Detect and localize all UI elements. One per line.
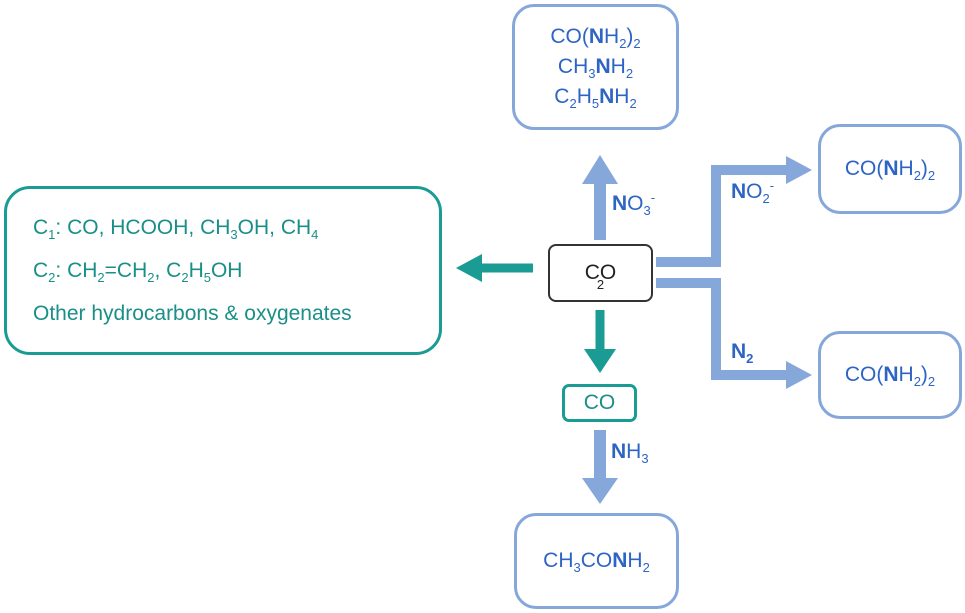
top-product-box-text-segment: H <box>604 25 620 48</box>
top-product-box-text-segment: N <box>599 85 615 108</box>
bottom-product-box-text-segment: CH <box>543 549 574 572</box>
right-top-product-box-text-segment: 2 <box>913 168 921 183</box>
bottom-product-box-text-segment: N <box>612 549 628 572</box>
c1-c2-products-box-line: C1: CO, HCOOH, CH3OH, CH4 <box>33 206 318 249</box>
top-product-box-text-segment: CO( <box>550 25 589 48</box>
label-nitrate-text-segment: 3 <box>643 203 651 218</box>
c1-c2-products-box-text-segment: H <box>188 259 204 282</box>
label-nitrogen-text-segment: 2 <box>746 351 754 366</box>
arrow-down-blue <box>582 430 618 504</box>
label-nitrite-text-segment: 2 <box>762 191 770 206</box>
bottom-product-box-line: CH3CONH2 <box>543 546 650 576</box>
right-bottom-product-box-line: CO(NH2)2 <box>845 360 935 390</box>
c1-c2-products-box-text-segment: Other hydrocarbons & oxygenates <box>33 302 352 325</box>
right-top-product-box-text-segment: N <box>883 157 899 180</box>
c1-c2-products-box-text-segment: C <box>33 216 49 239</box>
co-intermediate-box-text-segment: CO <box>583 391 616 414</box>
right-top-product-box-text-segment: H <box>898 157 914 180</box>
right-top-product-box: CO(NH2)2 <box>818 124 962 214</box>
top-product-box-text-segment: ) <box>626 25 634 48</box>
arrow-up-blue <box>582 155 618 240</box>
top-product-box-text-segment: CH <box>557 55 589 78</box>
top-product-box-text-segment: N <box>595 55 611 78</box>
c1-c2-products-box-text-segment: 5 <box>203 270 211 285</box>
right-bottom-product-box-text-segment: 2 <box>927 374 936 389</box>
top-product-box-text-segment: H <box>614 85 630 108</box>
bottom-product-box: CH3CONH2 <box>514 513 679 609</box>
bottom-product-box-text-segment: 3 <box>573 560 581 575</box>
c1-c2-products-box-text-segment: OH, CH <box>237 216 312 239</box>
right-top-product-box-line: CO(NH2)2 <box>845 154 935 184</box>
c1-c2-products-box-text-segment: C <box>33 259 49 282</box>
top-product-box-line: CO(NH2)2 <box>550 22 640 52</box>
co-intermediate-box: CO <box>562 384 637 422</box>
c1-c2-products-box-text-segment: : CO, HCOOH, CH <box>55 216 231 239</box>
right-bottom-product-box: CO(NH2)2 <box>818 331 962 419</box>
top-product-box-text-segment: H <box>610 55 626 78</box>
label-ammonia-text-segment: H <box>626 440 642 463</box>
bottom-product-box-text-segment: CO <box>580 549 613 572</box>
label-nitrogen: N2 <box>731 340 754 366</box>
top-product-box-text-segment: 5 <box>591 96 600 111</box>
label-nitrate-text-segment: N <box>612 192 628 215</box>
label-nitrate: NO3- <box>612 190 656 218</box>
label-nitrite-text-segment: - <box>769 178 775 193</box>
label-ammonia-text-segment: 3 <box>641 451 649 466</box>
right-bottom-product-box-text-segment: N <box>883 363 899 386</box>
right-bottom-product-box-text-segment: ) <box>920 363 928 386</box>
label-ammonia: NH3 <box>611 440 649 466</box>
c1-c2-products-box-text-segment: : CH <box>55 259 98 282</box>
co-intermediate-box-line: CO <box>584 391 616 415</box>
arrow-right-upper-blue <box>656 156 812 267</box>
top-product-box-text-segment: 2 <box>625 66 634 81</box>
bottom-product-box-text-segment: 2 <box>642 560 650 575</box>
arrow-down-teal <box>584 310 616 373</box>
c1-c2-products-box-text-segment: , C <box>154 259 182 282</box>
c1-c2-products-box-text-segment: 2 <box>48 270 56 285</box>
top-product-box-text-segment: C <box>554 85 570 108</box>
label-ammonia-text-segment: N <box>611 440 627 463</box>
c1-c2-products-box-text-segment: 1 <box>48 227 56 242</box>
label-nitrite-text-segment: N <box>731 180 747 203</box>
label-nitrate-text-segment: - <box>650 190 656 205</box>
c1-c2-products-box-text-segment: 2 <box>97 270 105 285</box>
c1-c2-products-box-text-segment: 3 <box>230 227 238 242</box>
c1-c2-products-box-text-segment: 4 <box>311 227 319 242</box>
right-bottom-product-box-text-segment: H <box>898 363 914 386</box>
right-top-product-box-text-segment: 2 <box>927 168 936 183</box>
c1-c2-products-box-text-segment: 2 <box>147 270 155 285</box>
right-top-product-box-text-segment: ) <box>920 157 928 180</box>
right-bottom-product-box-text-segment: 2 <box>913 374 921 389</box>
label-nitrite-text-segment: O <box>746 180 763 203</box>
top-product-box-text-segment: 2 <box>629 96 637 111</box>
label-nitrate-text-segment: O <box>627 192 644 215</box>
co2-box-text-segment: CO <box>584 261 617 284</box>
c1-c2-products-box-text-segment: OH <box>210 259 243 282</box>
top-product-box-text-segment: 3 <box>588 66 596 81</box>
top-product-box-text-segment: N <box>588 25 605 48</box>
top-product-box-line: CH3NH2 <box>558 52 633 82</box>
c1-c2-products-box-text-segment: =CH <box>104 259 148 282</box>
bottom-product-box-text-segment: H <box>627 549 643 572</box>
arrow-left-teal <box>456 254 533 282</box>
top-product-box-text-segment: 2 <box>569 96 577 111</box>
right-bottom-product-box-text-segment: CO( <box>844 363 884 386</box>
c1-c2-products-box-line: C2: CH2=CH2, C2H5OH <box>33 249 242 292</box>
label-nitrogen-text-segment: N <box>731 340 747 363</box>
c1-c2-products-box-line: Other hydrocarbons & oxygenates <box>33 292 352 335</box>
top-product-box-text-segment: H <box>576 85 592 108</box>
top-product-box-text-segment: 2 <box>619 36 627 51</box>
label-nitrite: NO2- <box>731 178 775 206</box>
c1-c2-products-box-text-segment: 2 <box>181 270 189 285</box>
arrow-right-lower-blue <box>656 278 812 389</box>
top-product-box-line: C2H5NH2 <box>554 82 636 112</box>
right-top-product-box-text-segment: CO( <box>844 157 884 180</box>
top-product-box-text-segment: 2 <box>633 36 641 51</box>
